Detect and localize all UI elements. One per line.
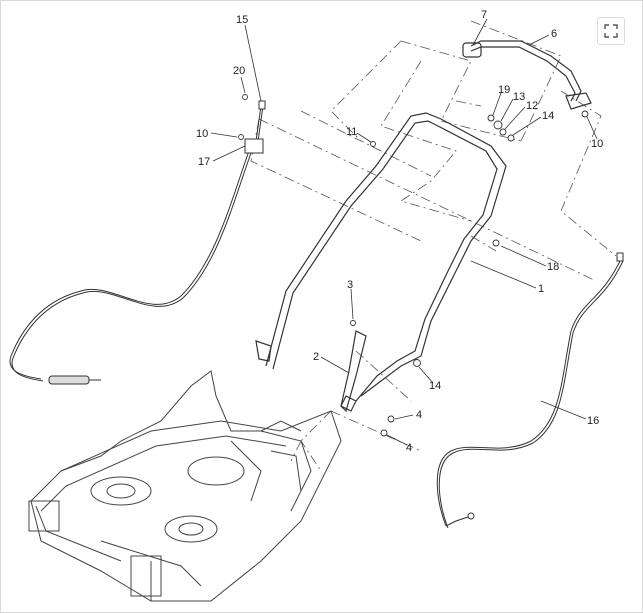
expand-icon (604, 24, 618, 38)
callout-16: 16 (587, 415, 599, 427)
leader-lines (210, 18, 598, 446)
callout-15: 15 (236, 14, 248, 26)
callout-20: 20 (233, 65, 245, 77)
control-cable-left (9, 100, 266, 385)
callout-6: 6 (551, 28, 557, 40)
bail-bar (462, 40, 592, 110)
callout-14: 14 (542, 110, 554, 122)
callout-10-right: 10 (591, 138, 603, 150)
callout-11: 11 (346, 126, 357, 138)
callout-2: 2 (313, 351, 319, 363)
callout-4: 4 (416, 409, 422, 421)
callout-19: 19 (498, 84, 510, 96)
callout-4-lower: 4 (406, 442, 412, 454)
callout-10: 10 (196, 128, 208, 140)
fullscreen-button[interactable] (597, 17, 625, 45)
assembly-guide-lines (250, 20, 617, 472)
lower-brace (340, 330, 367, 413)
callout-7: 7 (481, 9, 487, 21)
callout-18: 18 (547, 261, 559, 273)
callout-12: 12 (526, 100, 538, 112)
callout-labels: 15 20 10 17 7 6 19 13 12 14 10 11 18 1 3… (196, 9, 603, 454)
mower-deck (28, 370, 342, 602)
hardware (238, 94, 589, 437)
callout-14-lower: 14 (429, 380, 441, 392)
upper-handle (255, 112, 507, 412)
callout-13: 13 (513, 91, 525, 103)
callout-17: 17 (198, 156, 210, 168)
callout-1: 1 (538, 283, 544, 295)
drive-cable-right (436, 252, 624, 529)
callout-3: 3 (347, 279, 353, 291)
